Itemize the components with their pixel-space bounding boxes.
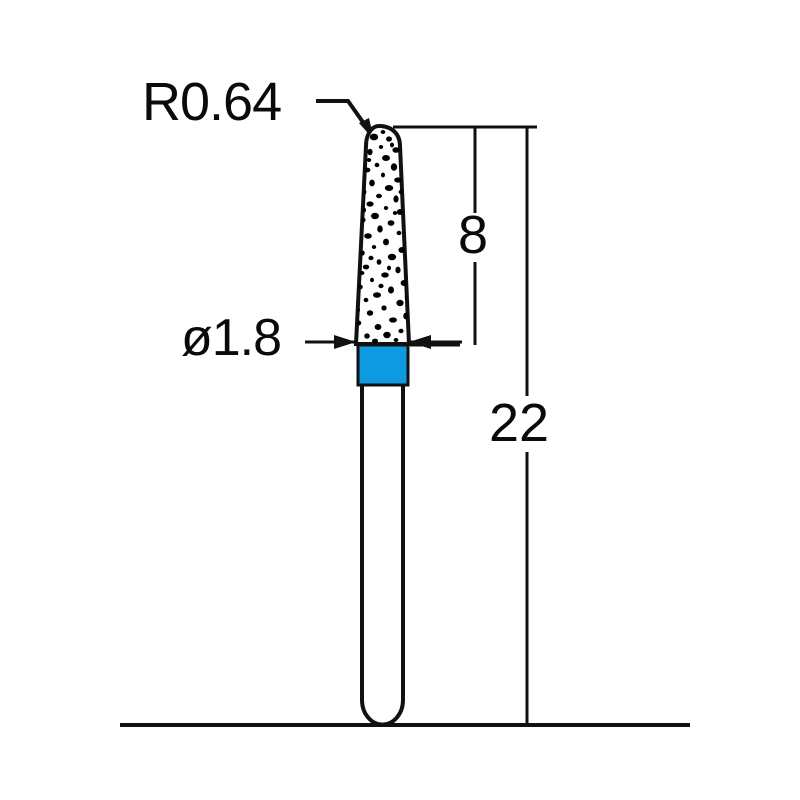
arrowhead-diameter-left (334, 335, 356, 349)
dimension-label-head-length: 8 (458, 205, 489, 265)
dimension-lines (305, 125, 537, 725)
dimension-arrowheads (334, 335, 431, 349)
color-band (356, 343, 410, 387)
radius-leader-line (316, 99, 374, 137)
shank-body (360, 343, 405, 727)
dimension-label-total-length: 22 (489, 393, 550, 453)
arrowhead-diameter-right (409, 335, 431, 349)
dimension-label-tip-radius: R0.64 (142, 72, 282, 132)
radius-leader (316, 99, 374, 140)
dimension-label-head-diameter: ø1.8 (181, 309, 282, 367)
